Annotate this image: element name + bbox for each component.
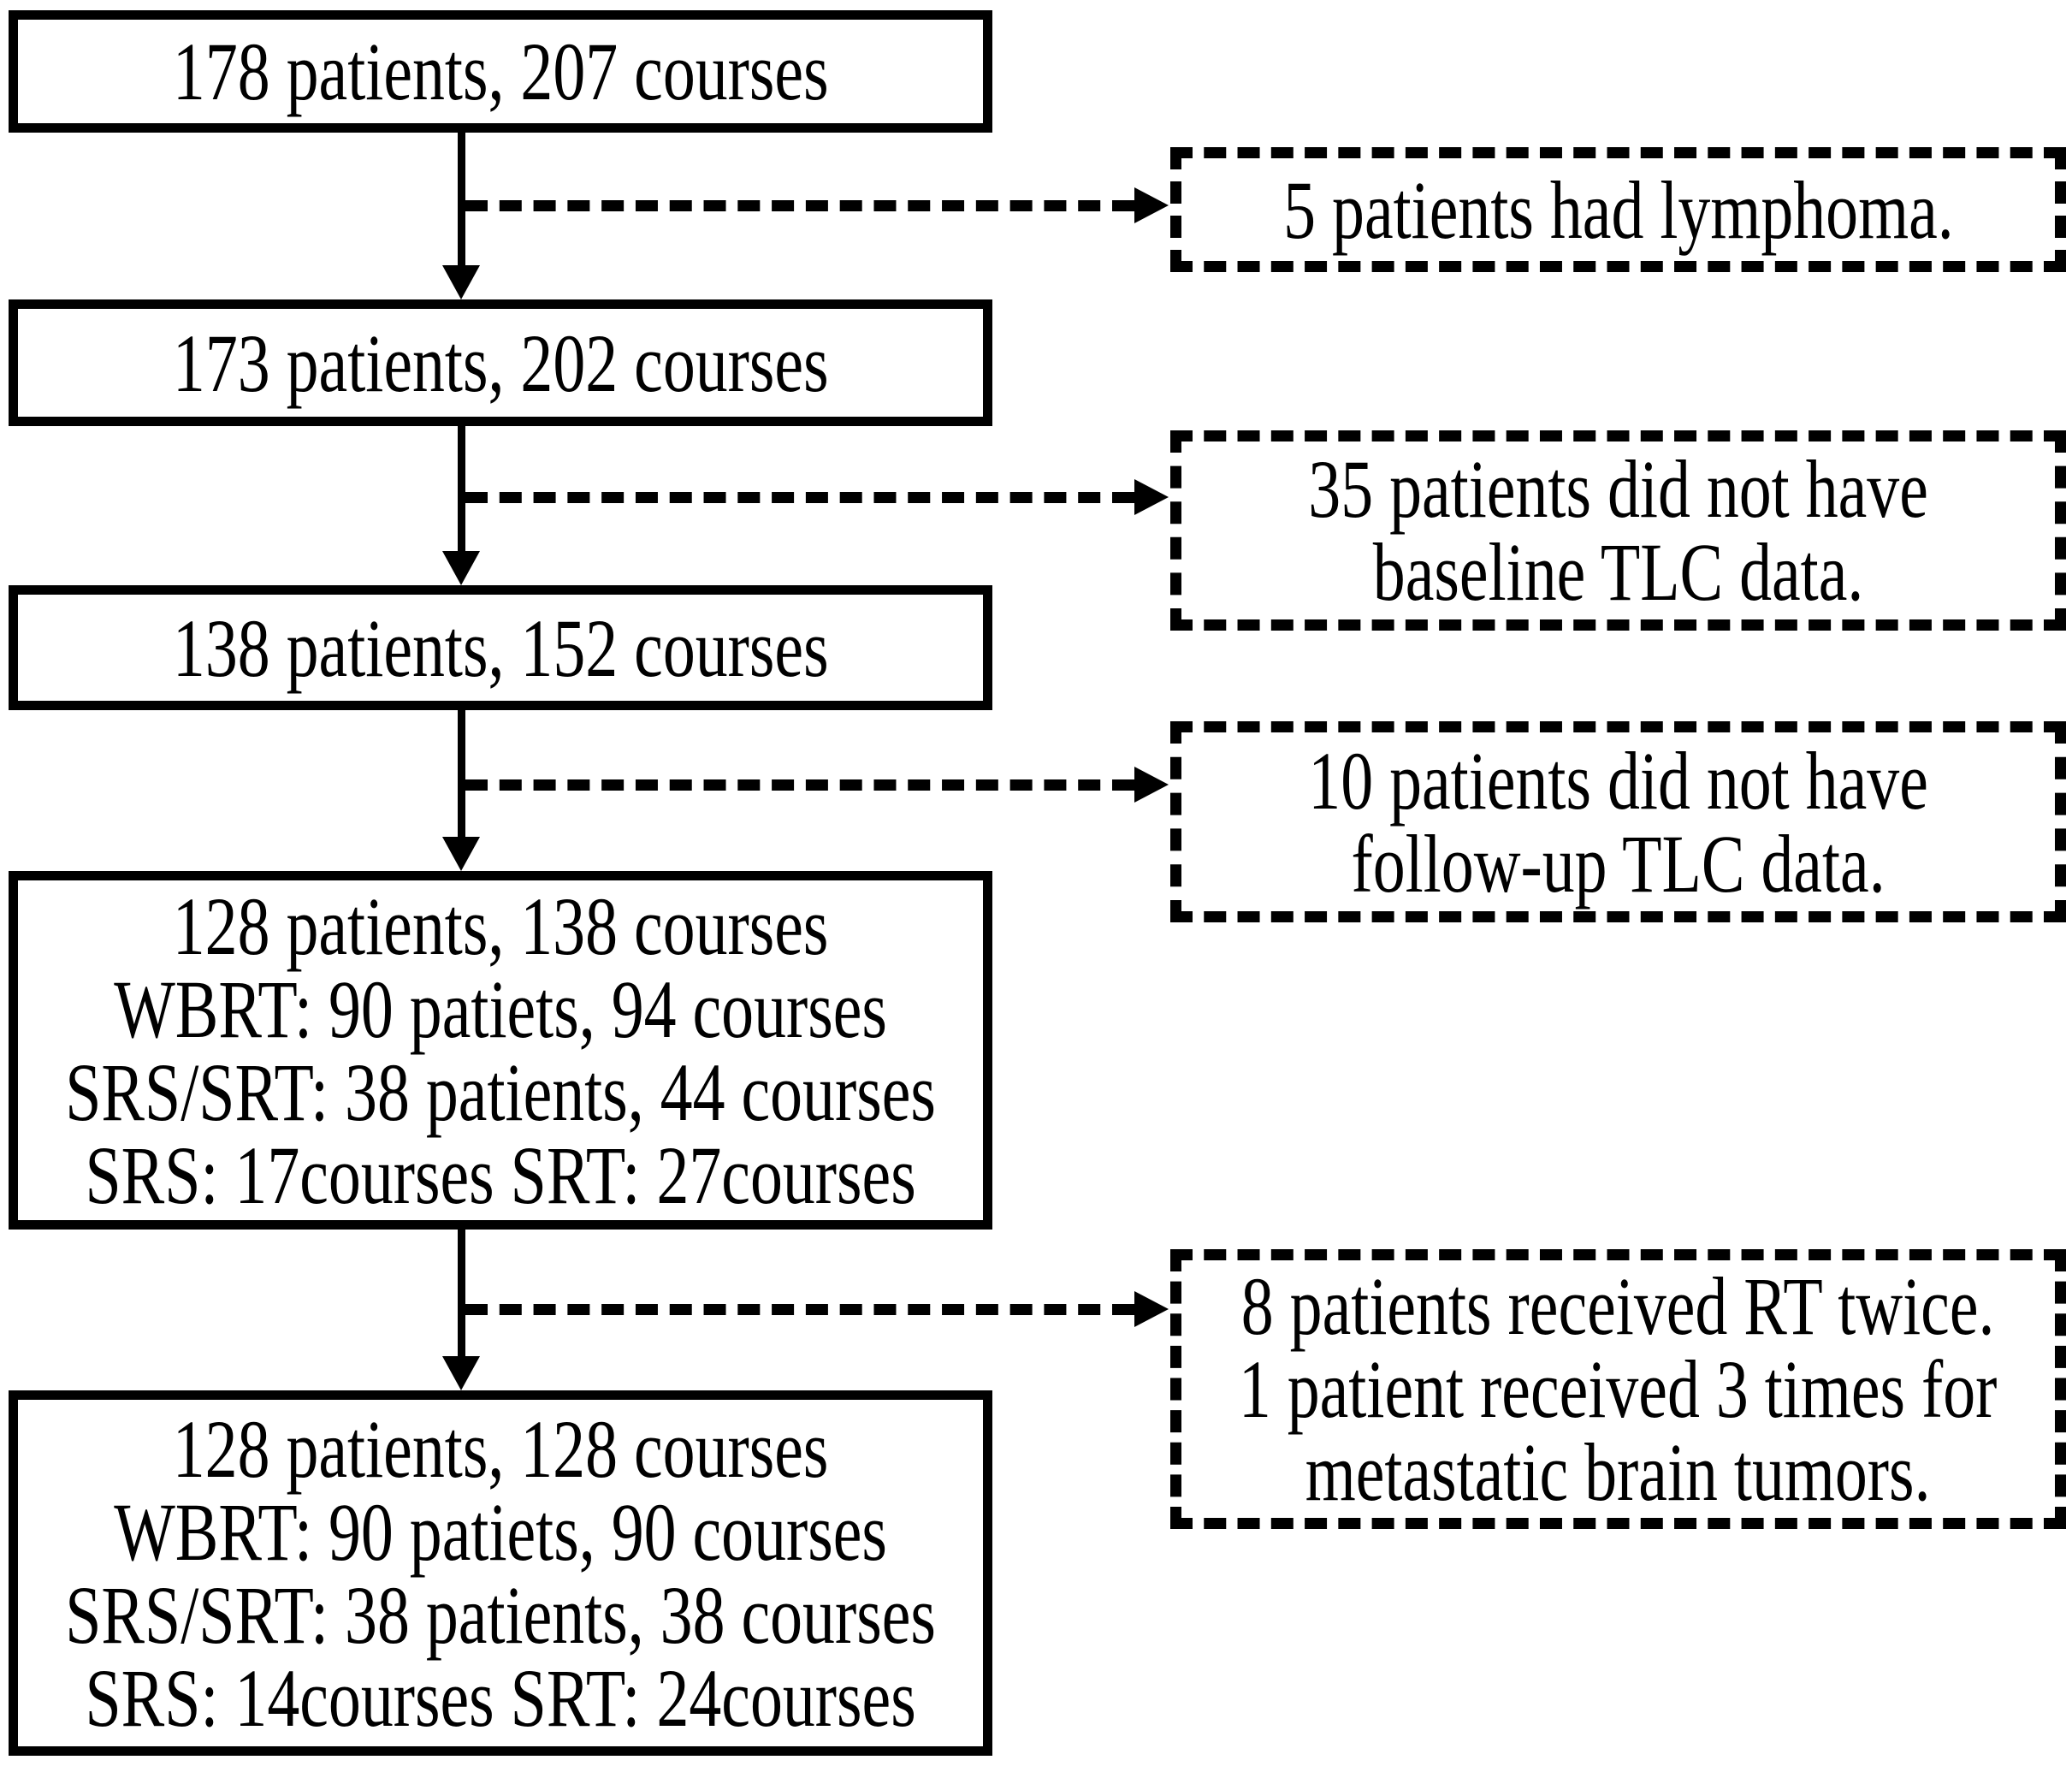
exclusion-connector-line-4 [465, 1304, 1134, 1315]
flow-box-5: 128 patients, 128 courses WBRT: 90 patie… [9, 1390, 992, 1756]
down-arrowhead-2 [442, 551, 480, 585]
exclusion-box-3-text: 10 patients did not have follow-up TLC d… [1308, 739, 1928, 905]
down-arrowhead-4 [442, 1356, 480, 1390]
flow-connector-line-4 [458, 1230, 465, 1356]
text-line: 128 patients, 128 courses [172, 1402, 829, 1495]
text-line: SRS/SRT: 38 patients, 44 courses [65, 1046, 936, 1138]
exclusion-box-4: 8 patients received RT twice. 1 patient … [1170, 1249, 2066, 1529]
text-line: 173 patients, 202 courses [172, 317, 829, 409]
text-line: WBRT: 90 patiets, 94 courses [114, 963, 887, 1055]
exclusion-box-2: 35 patients did not have baseline TLC da… [1170, 430, 2066, 631]
right-arrowhead-2 [1134, 479, 1169, 515]
text-line: SRS/SRT: 38 patients, 38 courses [65, 1568, 936, 1661]
flow-box-1: 178 patients, 207 courses [9, 10, 992, 133]
flow-connector-line-2 [458, 426, 465, 551]
text-line: SRS: 14courses SRT: 24courses [85, 1651, 916, 1744]
exclusion-box-3: 10 patients did not have follow-up TLC d… [1170, 721, 2066, 922]
exclusion-connector-line-3 [465, 779, 1134, 791]
exclusion-connector-line-2 [465, 492, 1134, 503]
text-line: 178 patients, 207 courses [172, 26, 829, 117]
flow-connector-line-1 [458, 133, 465, 265]
text-line: metastatic brain tumors. [1305, 1426, 1931, 1518]
right-arrowhead-3 [1134, 767, 1169, 803]
exclusion-box-1-text: 5 patients had lymphoma. [1283, 169, 1954, 252]
flow-box-4-text: 128 patients, 138 courses WBRT: 90 patie… [65, 885, 936, 1217]
flow-box-5-text: 128 patients, 128 courses WBRT: 90 patie… [65, 1407, 936, 1739]
flow-box-4: 128 patients, 138 courses WBRT: 90 patie… [9, 871, 992, 1230]
exclusion-connector-line-1 [465, 200, 1134, 211]
exclusion-box-1: 5 patients had lymphoma. [1170, 147, 2066, 272]
text-line: 8 patients received RT twice. [1241, 1260, 1995, 1352]
flow-connector-line-3 [458, 710, 465, 837]
exclusion-box-4-text: 8 patients received RT twice. 1 patient … [1239, 1265, 1998, 1514]
down-arrowhead-1 [442, 265, 480, 299]
text-line: 35 patients did not have [1308, 443, 1928, 535]
down-arrowhead-3 [442, 837, 480, 871]
text-line: 138 patients, 152 courses [172, 602, 829, 694]
text-line: 5 patients had lymphoma. [1282, 163, 1954, 256]
text-line: 10 patients did not have [1308, 734, 1928, 827]
flow-box-2-text: 173 patients, 202 courses [173, 322, 829, 405]
flow-box-3-text: 138 patients, 152 courses [173, 607, 829, 690]
text-line: follow-up TLC data. [1351, 817, 1886, 910]
text-line: 1 patient received 3 times for [1239, 1343, 1998, 1435]
flow-box-1-text: 178 patients, 207 courses [173, 30, 829, 113]
text-line: WBRT: 90 patiets, 90 courses [114, 1485, 887, 1578]
exclusion-box-2-text: 35 patients did not have baseline TLC da… [1308, 447, 1928, 613]
right-arrowhead-4 [1134, 1291, 1169, 1327]
text-line: SRS: 17courses SRT: 27courses [85, 1129, 916, 1221]
text-line: 128 patients, 138 courses [172, 880, 829, 972]
flow-box-3: 138 patients, 152 courses [9, 585, 992, 710]
flow-box-2: 173 patients, 202 courses [9, 299, 992, 426]
right-arrowhead-1 [1134, 187, 1169, 223]
text-line: baseline TLC data. [1372, 526, 1864, 618]
